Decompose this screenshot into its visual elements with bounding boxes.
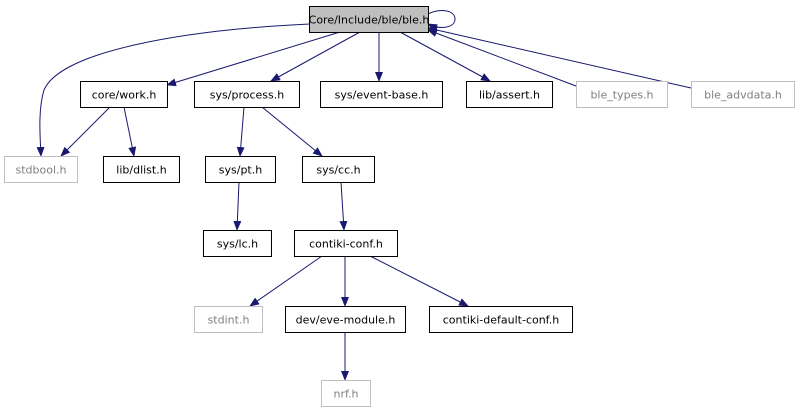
node-box-evemodule xyxy=(285,306,406,333)
node-stdint: stdint.h xyxy=(194,306,263,333)
node-dlist[interactable]: lib/dlist.h xyxy=(103,156,180,183)
edge-pt-to-lc xyxy=(233,181,242,231)
node-label-stdbool: stdbool.h xyxy=(16,164,67,177)
node-box-bleadv xyxy=(691,81,795,108)
node-label-work: core/work.h xyxy=(92,89,157,102)
node-nrf: nrf.h xyxy=(321,380,371,407)
node-bletypes: ble_types.h xyxy=(576,81,668,108)
edge-ble-to-stdbool xyxy=(36,23,311,157)
node-box-stdint xyxy=(194,306,263,333)
edge-ble-to-bleadv xyxy=(427,26,692,89)
node-label-process: sys/process.h xyxy=(210,89,284,102)
node-label-nrf: nrf.h xyxy=(333,388,358,401)
node-bleadv: ble_advdata.h xyxy=(691,81,795,108)
node-box-pt xyxy=(205,156,276,183)
node-box-stdbool xyxy=(4,156,78,183)
nodes-layer: Core/Include/ble/ble.h stdbool.h core/work… xyxy=(4,6,795,407)
node-cc[interactable]: sys/cc.h xyxy=(302,156,375,183)
edge-process-to-pt xyxy=(236,106,245,157)
node-label-evemodule: dev/eve-module.h xyxy=(296,314,396,327)
node-label-pt: sys/pt.h xyxy=(219,164,262,177)
node-box-cc xyxy=(302,156,375,183)
edge-ble-to-assert xyxy=(399,31,491,82)
node-box-nrf xyxy=(321,380,371,407)
node-label-bletypes: ble_types.h xyxy=(590,89,653,102)
node-assert[interactable]: lib/assert.h xyxy=(466,81,553,108)
node-defaultconf[interactable]: contiki-default-conf.h xyxy=(429,306,573,333)
node-label-stdint: stdint.h xyxy=(208,314,250,327)
node-label-lc: sys/lc.h xyxy=(217,238,258,251)
edge-work-to-stdbool xyxy=(60,106,111,157)
node-box-eventbase xyxy=(320,81,443,108)
edges-layer xyxy=(36,10,692,381)
node-evemodule[interactable]: dev/eve-module.h xyxy=(285,306,406,333)
node-box-lc xyxy=(203,230,272,257)
node-label-defaultconf: contiki-default-conf.h xyxy=(443,314,560,327)
node-process[interactable]: sys/process.h xyxy=(194,81,300,108)
edge-ble-to-ble xyxy=(427,10,456,32)
node-box-work xyxy=(80,81,168,108)
edge-contikiconf-to-defaultconf xyxy=(369,255,469,307)
edge-process-to-cc xyxy=(261,106,323,157)
edge-ble-to-process xyxy=(270,31,361,82)
node-pt[interactable]: sys/pt.h xyxy=(205,156,276,183)
node-eventbase[interactable]: sys/event-base.h xyxy=(320,81,443,108)
edge-ble-to-work xyxy=(166,31,341,87)
node-label-dlist: lib/dlist.h xyxy=(116,164,166,177)
node-ble[interactable]: Core/Include/ble/ble.h xyxy=(309,6,430,33)
node-stdbool: stdbool.h xyxy=(4,156,78,183)
edge-ble-to-bletypes xyxy=(427,29,577,87)
node-box-process xyxy=(194,81,300,108)
node-label-eventbase: sys/event-base.h xyxy=(335,89,429,102)
node-label-ble: Core/Include/ble/ble.h xyxy=(309,14,430,27)
node-box-defaultconf xyxy=(429,306,573,333)
node-box-assert xyxy=(466,81,553,108)
edge-contikiconf-to-stdint xyxy=(249,255,323,307)
node-label-cc: sys/cc.h xyxy=(316,164,360,177)
edge-cc-to-contikiconf xyxy=(339,181,348,231)
node-label-assert: lib/assert.h xyxy=(479,89,540,102)
node-box-dlist xyxy=(103,156,180,183)
node-label-bleadv: ble_advdata.h xyxy=(704,89,782,102)
node-box-contikiconf xyxy=(294,230,398,257)
node-work[interactable]: core/work.h xyxy=(80,81,168,108)
edge-work-to-dlist xyxy=(123,106,137,157)
node-box-ble xyxy=(309,6,429,33)
node-contikiconf[interactable]: contiki-conf.h xyxy=(294,230,398,257)
node-box-bletypes xyxy=(576,81,668,108)
node-lc[interactable]: sys/lc.h xyxy=(203,230,272,257)
node-label-contikiconf: contiki-conf.h xyxy=(309,238,383,251)
